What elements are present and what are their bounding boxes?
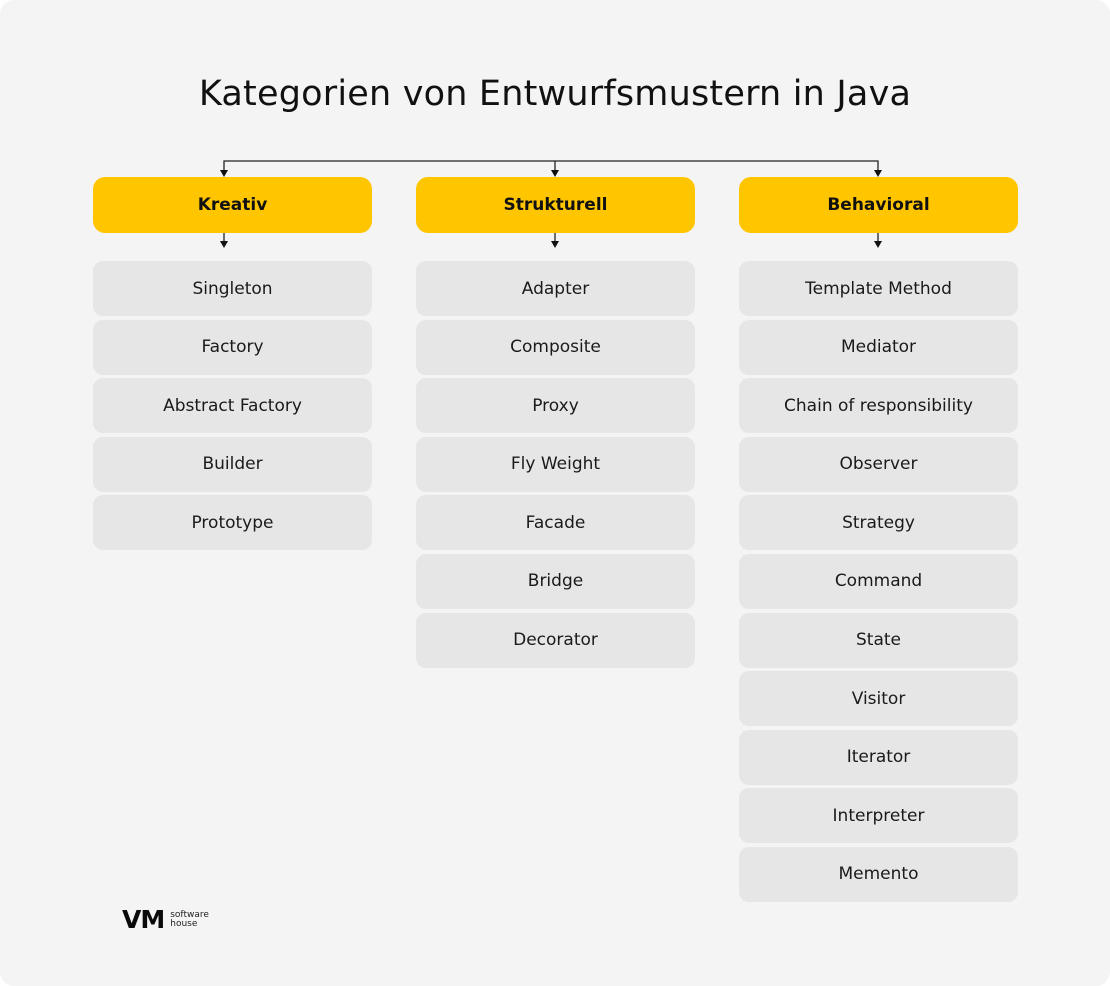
logo-line-1: software [170,909,209,920]
pattern-item: Visitor [739,671,1018,727]
pattern-item: Composite [416,319,695,375]
pattern-item: Singleton [93,261,372,316]
pattern-item: Adapter [416,261,695,316]
arrow-head-kreativ [220,170,228,177]
category-header-strukturell: Strukturell [416,177,695,233]
column-kreativ: Kreativ Singleton Factory Abstract Facto… [93,177,372,554]
items-behavioral: Template Method Mediator Chain of respon… [739,261,1018,902]
items-strukturell: Adapter Composite Proxy Fly Weight Facad… [416,261,695,668]
pattern-item: Factory [93,319,372,375]
arrow-head-behavioral [874,170,882,177]
pattern-item: Memento [739,846,1018,902]
pattern-item: Builder [93,436,372,492]
top-connector [223,160,879,172]
pattern-item: Chain of responsibility [739,378,1018,434]
pattern-item: Strategy [739,495,1018,551]
pattern-item: Command [739,553,1018,609]
pattern-item: Fly Weight [416,436,695,492]
pattern-item: Facade [416,495,695,551]
arrow-head-kreativ-items [220,241,228,248]
pattern-item: Template Method [739,261,1018,316]
diagram-title: Kategorien von Entwurfsmustern in Java [198,74,912,114]
company-logo: VM software house [122,905,209,934]
pattern-item: State [739,612,1018,668]
pattern-item: Abstract Factory [93,378,372,434]
pattern-item: Mediator [739,319,1018,375]
arrow-head-strukturell-items [551,241,559,248]
logo-mark: VM [122,905,165,934]
column-strukturell: Strukturell Adapter Composite Proxy Fly … [416,177,695,671]
pattern-item: Prototype [93,495,372,551]
pattern-item: Bridge [416,553,695,609]
column-behavioral: Behavioral Template Method Mediator Chai… [739,177,1018,906]
pattern-item: Proxy [416,378,695,434]
pattern-item: Interpreter [739,788,1018,844]
category-header-behavioral: Behavioral [739,177,1018,233]
items-kreativ: Singleton Factory Abstract Factory Build… [93,261,372,551]
pattern-item: Decorator [416,612,695,668]
arrow-head-behavioral-items [874,241,882,248]
logo-line-2: house [170,918,198,929]
arrow-head-strukturell [551,170,559,177]
category-header-kreativ: Kreativ [93,177,372,233]
logo-text: software house [170,909,209,929]
pattern-item: Observer [739,436,1018,492]
pattern-item: Iterator [739,729,1018,785]
